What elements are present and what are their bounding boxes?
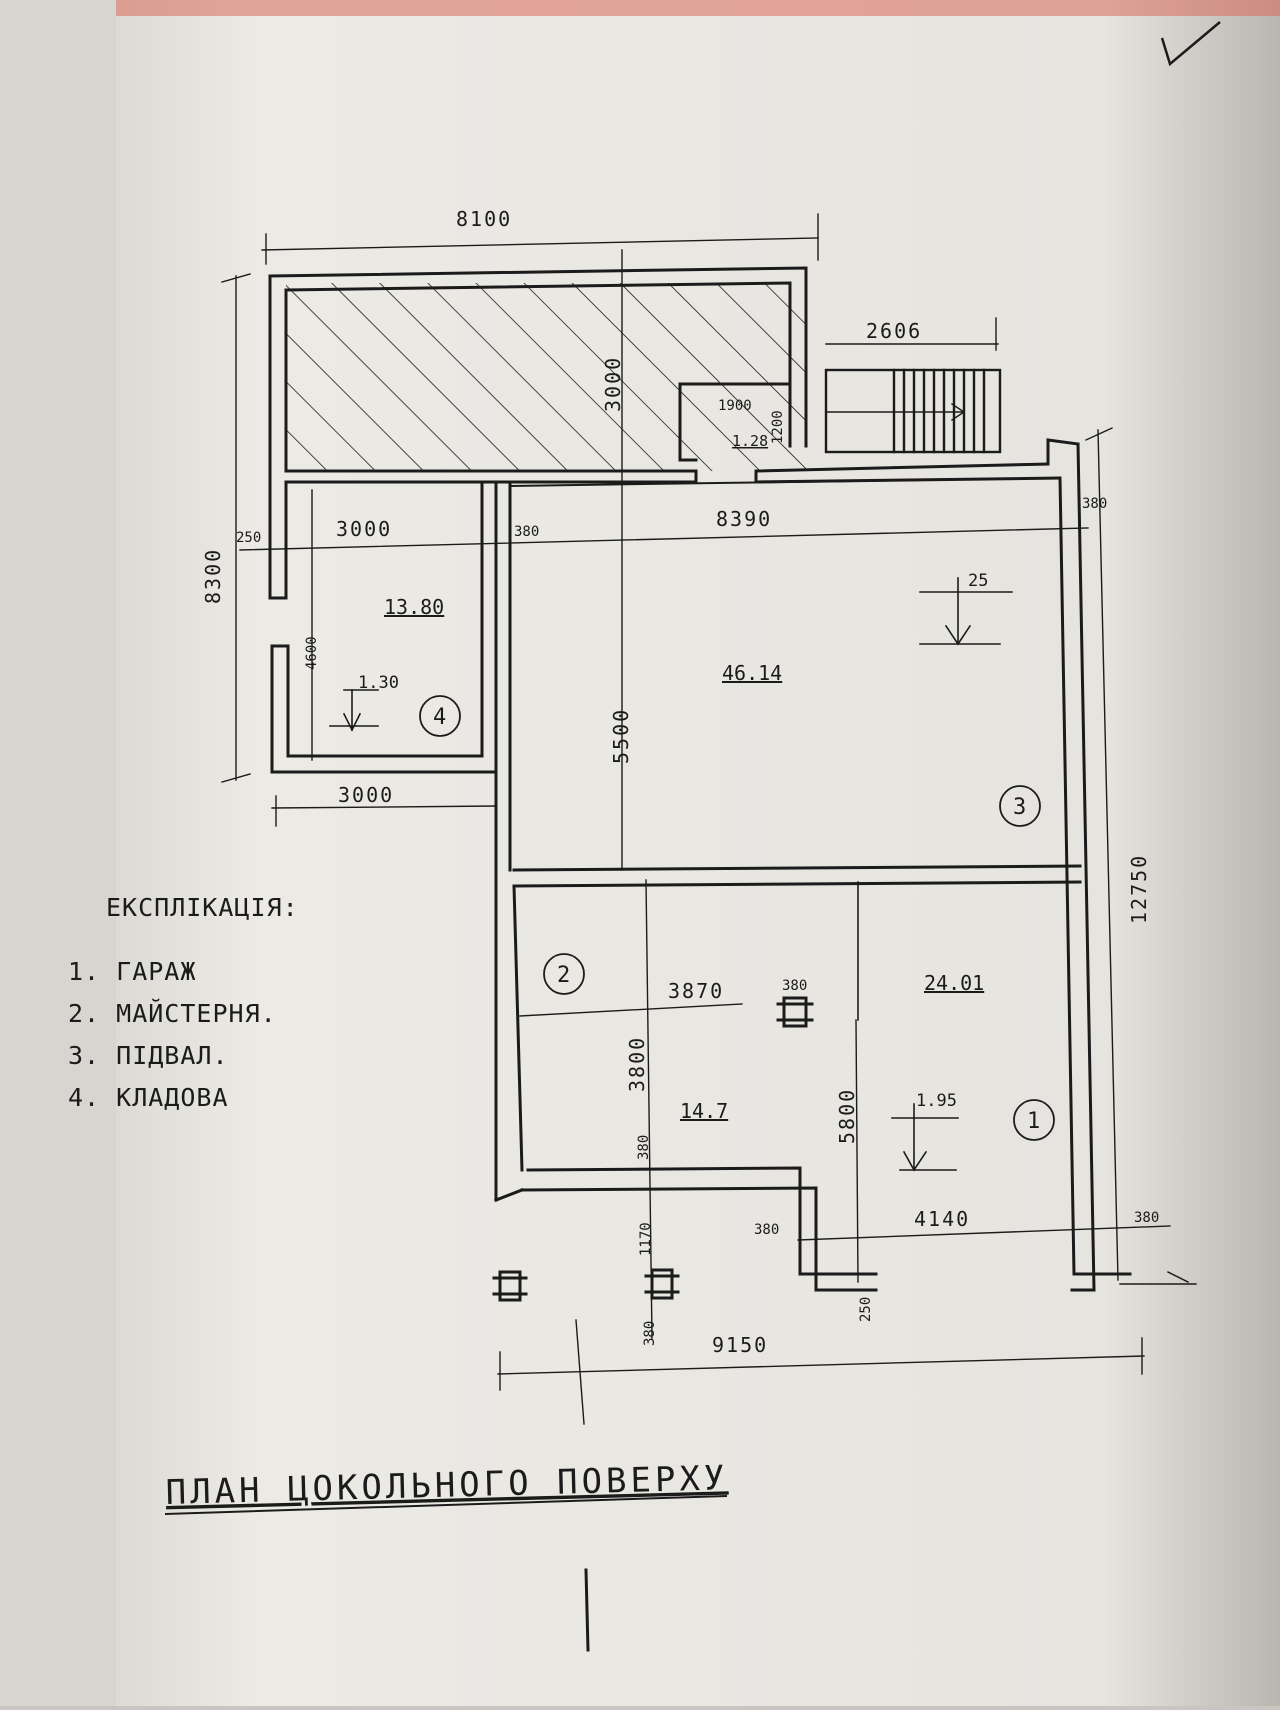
dim-380-c: 380 [636,1135,652,1160]
room-number-circle [543,953,585,995]
area-room4: 13.80 [384,595,444,619]
room-number-circle [1013,1099,1055,1141]
dim-380-column: 380 [782,978,807,994]
checkmark-icon [1160,21,1221,67]
dim-380-b: 380 [1082,496,1107,512]
dim-1900: 1900 [718,398,752,414]
room-number-3: 3 [1013,795,1026,820]
dim-4140: 4140 [914,1207,970,1231]
dimension-labels: 8100 2606 1900 1200 3000 8300 250 3000 3… [201,207,1159,1357]
left-page-edge [0,0,116,1706]
paper [116,0,1280,1706]
title-underline [164,1494,728,1516]
room-number-4: 4 [433,705,446,730]
dim-3870: 3870 [668,979,724,1003]
dim-8300: 8300 [201,548,225,604]
dimension-lines [221,213,1197,1425]
area-stair-landing: 1.28 [732,432,768,450]
interior-walls [480,382,1082,1172]
level-arrow-icon [329,689,379,732]
area-room1: 24.01 [924,971,984,995]
legend-item-workshop: 2. МАЙСТЕРНЯ. [68,999,277,1028]
level-arrow-icon [891,1103,959,1172]
dim-250-left: 250 [236,530,261,546]
dim-250-b: 250 [858,1297,874,1322]
dim-8100: 8100 [456,207,512,231]
dim-1170: 1170 [638,1222,654,1256]
dim-3000-bottom: 3000 [338,783,394,807]
room-number-circle [419,695,461,737]
dim-5800: 5800 [835,1088,859,1144]
legend-item-garage: 1. ГАРАЖ [68,957,196,986]
dim-3800: 3800 [625,1036,649,1092]
level-labels: 25 1.30 1.95 [358,571,988,1111]
dim-12750: 12750 [1127,854,1151,924]
level-room1: 1.95 [916,1091,957,1111]
legend-item-basement: 3. ПІДВАЛ. [68,1041,229,1070]
room-number-1: 1 [1027,1109,1040,1134]
dim-380-d: 380 [754,1222,779,1238]
dim-3000-room4: 3000 [336,517,392,541]
dim-5500: 5500 [609,708,633,764]
room-numbers: 1 2 3 4 [433,705,1040,1134]
dim-380-e: 380 [1134,1210,1159,1226]
dim-2606: 2606 [866,319,922,343]
legend: ЕКСПЛІКАЦІЯ: 1. ГАРАЖ 2. МАЙСТЕРНЯ. 3. П… [68,893,299,1112]
dim-380-a: 380 [514,524,539,540]
area-room2: 14.7 [680,1099,728,1123]
level-room3: 25 [968,571,988,591]
room-number-2: 2 [557,963,570,988]
room-number-circle [999,785,1041,827]
page-mark [584,1568,590,1652]
dim-380-f: 380 [642,1321,658,1346]
legend-item-storage: 4. КЛАДОВА [68,1083,229,1112]
dim-8390: 8390 [716,507,772,531]
red-edge [116,0,1280,16]
exterior-stair [824,368,1002,454]
dim-4600: 4600 [304,636,320,670]
area-room3: 46.14 [722,661,782,685]
level-arrow-icon [919,577,1013,646]
dim-9150: 9150 [712,1333,768,1357]
level-room4: 1.30 [358,673,399,693]
area-labels: 1.28 13.80 46.14 24.01 14.7 [384,432,984,1123]
dim-3000-vertical: 3000 [601,356,625,412]
hatched-zone [286,283,806,471]
legend-heading: ЕКСПЛІКАЦІЯ: [106,893,299,922]
dim-1200: 1200 [770,410,786,444]
